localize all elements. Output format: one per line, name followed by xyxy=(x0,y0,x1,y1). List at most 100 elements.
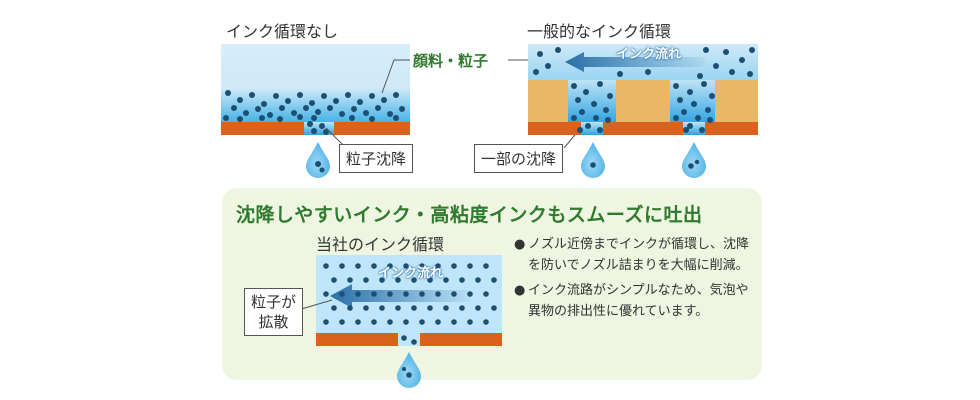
particle xyxy=(591,101,597,107)
bullet-item: ● ノズル近傍までインクが循環し、沈降を防いでノズル詰まりを大幅に削減。 xyxy=(514,234,754,276)
particle xyxy=(687,123,693,129)
particle xyxy=(571,115,577,121)
ink-droplet-2 xyxy=(581,142,605,178)
particle xyxy=(395,305,401,311)
particle xyxy=(537,51,543,57)
particle xyxy=(387,263,393,269)
particle xyxy=(311,128,317,134)
particle xyxy=(237,116,243,122)
particle xyxy=(321,93,327,99)
particle xyxy=(371,263,377,269)
bullet-mark: ● xyxy=(514,237,526,252)
ink-flow-label-1: インク流れ xyxy=(616,47,682,62)
particle xyxy=(467,319,473,325)
particle xyxy=(387,291,393,297)
ink-droplet-1 xyxy=(306,142,330,178)
particle xyxy=(459,277,465,283)
diffusion-callout: 粒子が 拡散 xyxy=(244,288,304,336)
particle xyxy=(243,110,249,116)
particle xyxy=(605,117,611,123)
particle xyxy=(403,263,409,269)
particle xyxy=(351,106,357,112)
panel-our-circulation xyxy=(316,255,502,388)
particle xyxy=(387,319,393,325)
particle xyxy=(279,105,285,111)
particle xyxy=(475,305,481,311)
particle xyxy=(475,277,481,283)
particle xyxy=(747,71,753,77)
particle xyxy=(401,335,407,341)
title-no-circulation: インク循環なし xyxy=(226,22,339,41)
particle xyxy=(331,305,337,311)
particle xyxy=(607,93,613,99)
particle xyxy=(681,109,687,115)
particle xyxy=(327,105,333,111)
particle xyxy=(355,291,361,297)
particle xyxy=(673,115,679,121)
particle xyxy=(339,291,345,297)
particle xyxy=(277,116,283,122)
particle xyxy=(451,319,457,325)
particle xyxy=(699,127,705,133)
particle xyxy=(395,277,401,283)
particle xyxy=(597,81,603,87)
particle xyxy=(315,109,321,115)
headline: 沈降しやすいインク・高粘度インクもスムーズに吐出 xyxy=(236,204,703,226)
particle xyxy=(399,106,405,112)
particle xyxy=(435,263,441,269)
particle xyxy=(323,319,329,325)
particle xyxy=(379,277,385,283)
particle xyxy=(339,111,345,117)
particle xyxy=(379,305,385,311)
particle xyxy=(435,291,441,297)
particle xyxy=(443,305,449,311)
particle xyxy=(583,89,589,95)
particle xyxy=(297,92,303,98)
particle xyxy=(427,277,433,283)
particle xyxy=(291,110,297,116)
particle xyxy=(357,99,363,105)
particle xyxy=(467,263,473,269)
particle xyxy=(355,319,361,325)
pigment-label: 顔料・粒子 xyxy=(413,52,489,70)
particle xyxy=(311,115,317,121)
panel-no-circulation xyxy=(221,44,410,178)
particle xyxy=(411,277,417,283)
particle xyxy=(339,263,345,269)
particle xyxy=(705,107,711,113)
particle xyxy=(319,123,325,129)
particle xyxy=(483,291,489,297)
particle xyxy=(687,89,693,95)
sedimentation-callout: 粒子沈降 xyxy=(339,144,414,173)
particle xyxy=(355,263,361,269)
particle xyxy=(555,47,561,53)
particle xyxy=(333,98,339,104)
particle xyxy=(701,81,707,87)
particle xyxy=(323,291,329,297)
particle xyxy=(451,291,457,297)
particle xyxy=(323,129,329,135)
particle xyxy=(707,117,713,123)
bullet-text: インク流路がシンプルなため、気泡や異物の排出性に優れています。 xyxy=(528,283,749,319)
particle xyxy=(349,115,355,121)
particle xyxy=(347,277,353,283)
particle xyxy=(363,305,369,311)
particle xyxy=(575,97,581,103)
particle xyxy=(593,115,599,121)
ink-flow-arrow-2 xyxy=(330,284,470,308)
particle xyxy=(297,114,303,120)
particle xyxy=(739,57,745,63)
particle xyxy=(369,116,375,122)
particle xyxy=(309,100,315,106)
particle xyxy=(403,319,409,325)
ink-flow-arrow-1 xyxy=(565,52,705,72)
ink-droplet-4 xyxy=(397,352,421,388)
particle xyxy=(411,305,417,311)
particle xyxy=(419,263,425,269)
particle xyxy=(403,291,409,297)
particle xyxy=(371,319,377,325)
title-general-circulation: 一般的なインク循環 xyxy=(527,22,672,41)
particle xyxy=(533,69,539,75)
particle xyxy=(231,105,237,111)
